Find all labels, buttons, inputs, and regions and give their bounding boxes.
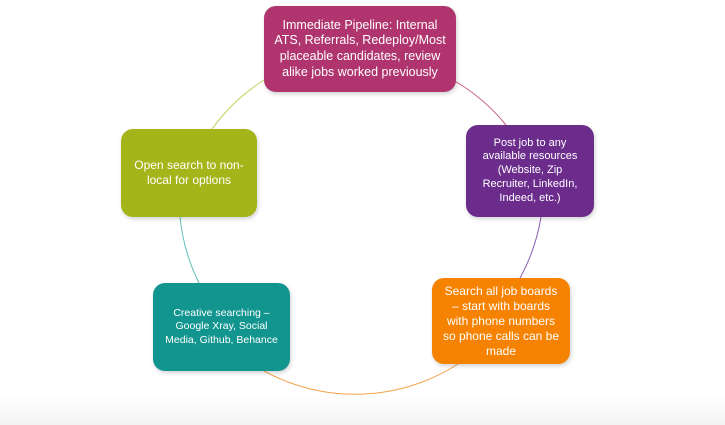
node-immediate-pipeline-text: Immediate Pipeline: Internal ATS, Referr… — [274, 17, 446, 79]
connector-top-to-right — [452, 79, 507, 126]
connector-left-to-top — [211, 79, 265, 130]
node-immediate-pipeline: Immediate Pipeline: Internal ATS, Referr… — [264, 6, 456, 92]
node-post-job: Post job to any available resources (Web… — [466, 125, 594, 217]
node-search-job-boards: Search all job boards – start with board… — [432, 278, 570, 364]
node-creative-searching-text: Creative searching – Google Xray, Social… — [165, 307, 278, 346]
node-open-search-text: Open search to non-local for options — [134, 158, 244, 187]
connector-bottom-right-to-bottom-left — [263, 363, 459, 395]
node-search-job-boards-text: Search all job boards – start with board… — [442, 283, 560, 358]
connector-right-to-bottom-right — [519, 216, 542, 279]
node-creative-searching: Creative searching – Google Xray, Social… — [153, 283, 290, 371]
background-floor — [0, 395, 725, 425]
connector-bottom-left-to-left — [179, 216, 200, 284]
node-post-job-text: Post job to any available resources (Web… — [482, 136, 578, 204]
node-open-search: Open search to non-local for options — [121, 129, 257, 217]
